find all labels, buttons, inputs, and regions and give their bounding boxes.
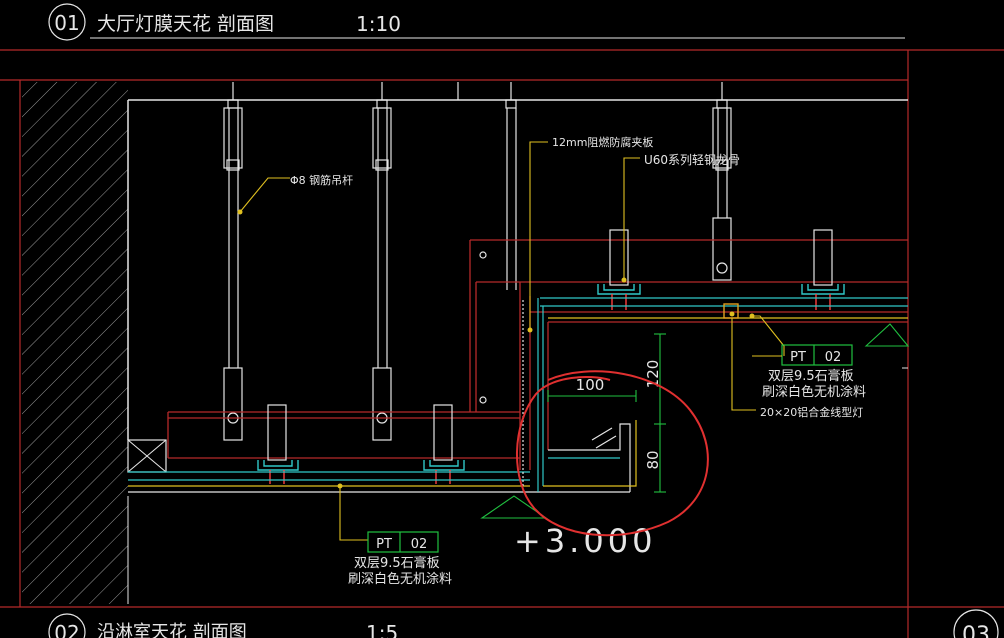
rod-label: Φ8 钢筋吊杆 bbox=[290, 173, 353, 187]
dimension-lines bbox=[480, 323, 910, 519]
corner-number: 03 bbox=[962, 623, 990, 638]
leader-lines bbox=[239, 141, 785, 541]
dim-top: 120 bbox=[644, 360, 662, 389]
drawing-frame bbox=[0, 49, 1004, 638]
linear-lamp bbox=[723, 303, 739, 319]
title-scale: 1:10 bbox=[356, 12, 401, 36]
tag-bottom-line1: 双层9.5石膏板 bbox=[354, 555, 440, 571]
u60-keels bbox=[257, 284, 845, 471]
elevation-label: +3.000 bbox=[514, 522, 656, 560]
material-tag-bottom: PT 02 双层9.5石膏板 刷深白色无机涂料 bbox=[348, 531, 452, 587]
lamp-label: 20×20铝合金线型灯 bbox=[760, 405, 863, 419]
hanger-rods bbox=[223, 107, 732, 441]
markup-circle bbox=[516, 370, 709, 537]
bottom-title-block: 02 沿淋室天花 剖面图 1:5 03 bbox=[48, 609, 999, 638]
tag-right-num: 02 bbox=[825, 350, 842, 365]
leader-arrows bbox=[237, 209, 755, 489]
bottom-title-name: 沿淋室天花 剖面图 bbox=[97, 622, 247, 638]
tag-bottom-line2: 刷深白色无机涂料 bbox=[348, 571, 452, 587]
tag-right-line2: 刷深白色无机涂料 bbox=[762, 384, 866, 400]
title-block: 01 大厅灯膜天花 剖面图 1:10 bbox=[48, 3, 905, 41]
light-trough bbox=[543, 420, 637, 492]
title-name: 大厅灯膜天花 剖面图 bbox=[97, 13, 274, 35]
tag-right-line1: 双层9.5石膏板 bbox=[768, 368, 854, 384]
dim-height: 80 bbox=[644, 450, 662, 469]
title-number-circle bbox=[48, 3, 86, 41]
board-label: 12mm阻燃防腐夹板 bbox=[552, 135, 653, 149]
ceiling-framing bbox=[167, 239, 908, 470]
bottom-title-scale: 1:5 bbox=[366, 621, 398, 638]
tag-bottom-num: 02 bbox=[411, 537, 428, 552]
tag-right-code: PT bbox=[790, 350, 806, 365]
left-wall bbox=[22, 82, 908, 604]
keel-supports bbox=[267, 229, 833, 461]
bottom-title-number: 02 bbox=[54, 621, 79, 638]
anchor-bolts bbox=[227, 82, 728, 109]
tag-bottom-code: PT bbox=[376, 537, 392, 552]
title-number: 01 bbox=[54, 11, 79, 35]
keel-label: U60系列轻钢龙骨 bbox=[644, 153, 740, 167]
material-tag-right: PT 02 双层9.5石膏板 刷深白色无机涂料 bbox=[752, 344, 866, 400]
dim-width: 100 bbox=[576, 376, 605, 394]
